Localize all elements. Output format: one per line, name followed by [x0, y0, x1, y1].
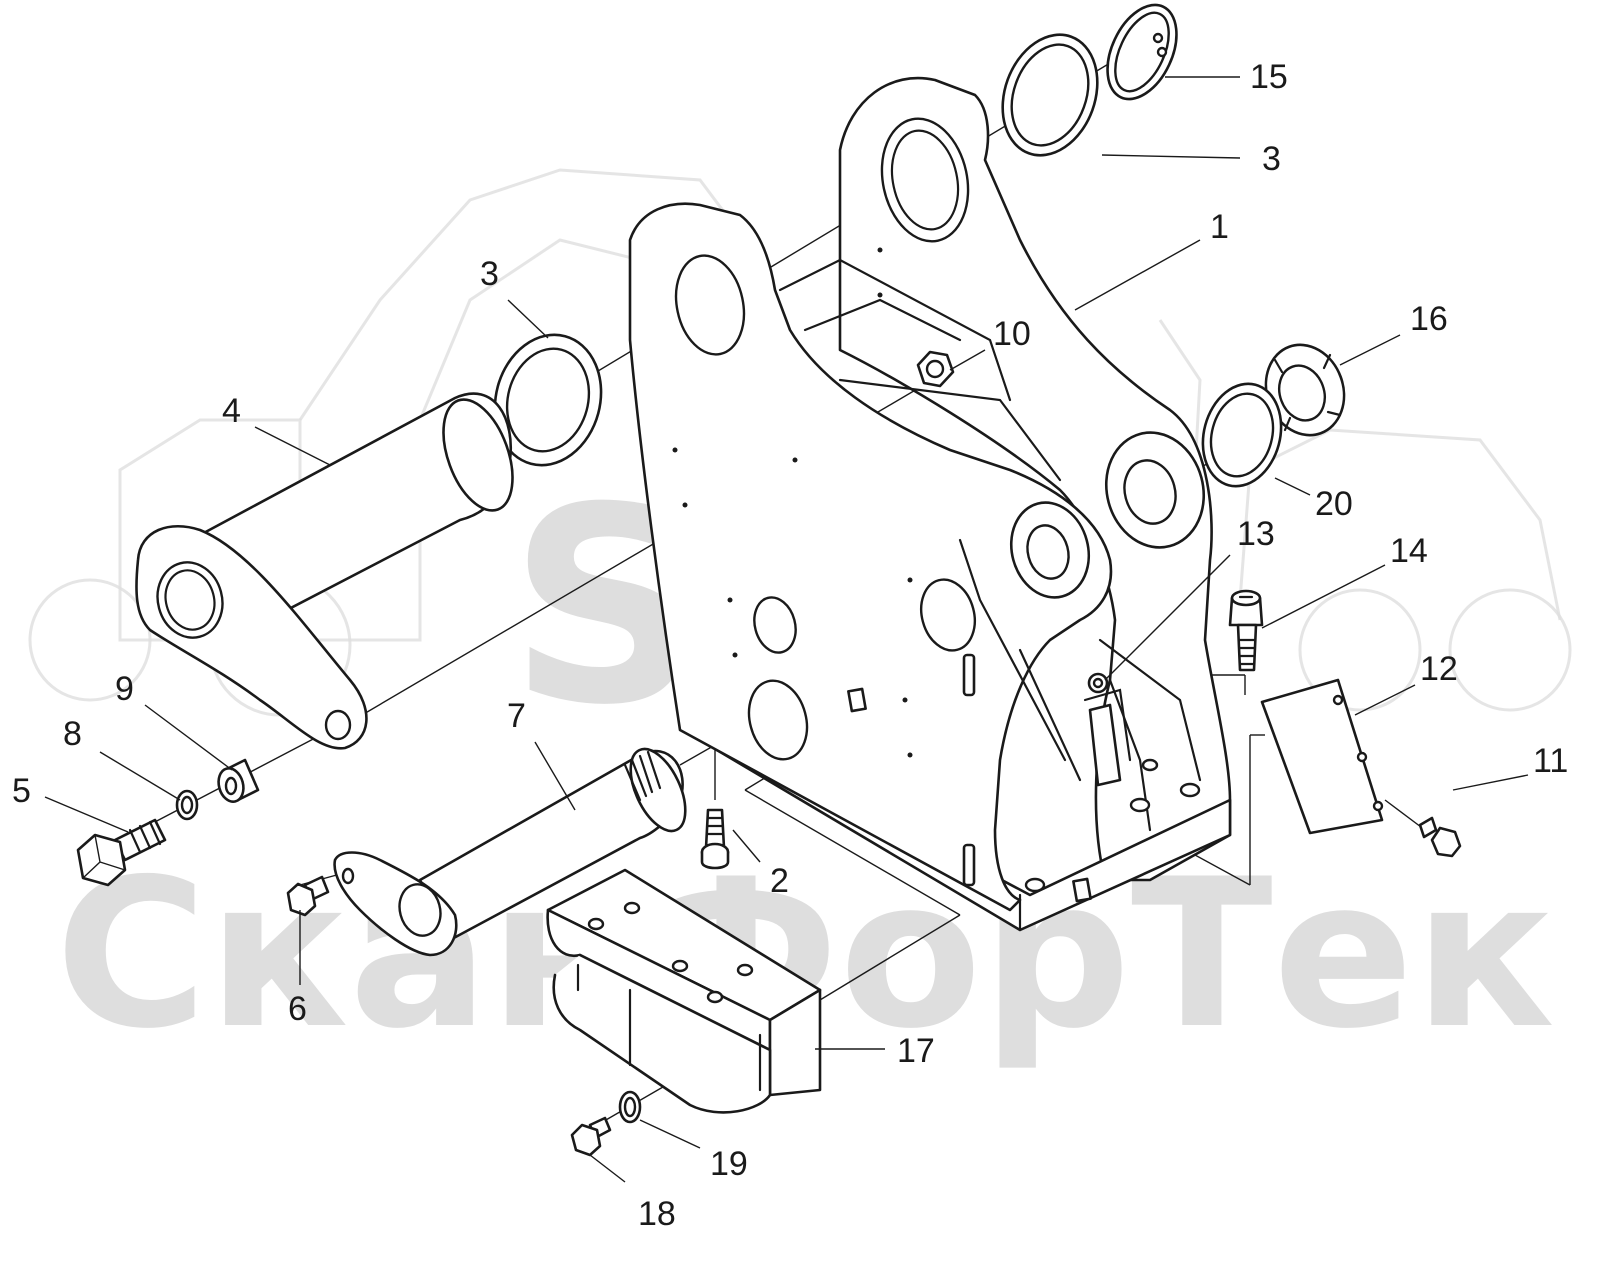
part-11-bolt — [1418, 816, 1462, 858]
callout-4: 4 — [222, 392, 241, 430]
callout-5: 7 — [507, 697, 526, 735]
part-1-frame — [628, 76, 1232, 932]
callout-leaders — [44, 76, 1529, 1183]
callout-6: 6 — [288, 990, 307, 1028]
callout-3-upper: 3 — [1262, 140, 1281, 178]
callout-17: 17 — [897, 1032, 935, 1070]
part-3-upper-ring — [1001, 33, 1099, 157]
callout-8: 8 — [63, 715, 82, 753]
callout-11: 11 — [1533, 742, 1568, 780]
part-4-upper-pin — [135, 392, 514, 750]
callout-7: 5 — [12, 772, 31, 810]
callout-labels: 15 3 1 3 10 16 4 20 13 14 12 9 8 7 5 11 … — [12, 58, 1568, 1233]
part-15-circlip — [1106, 3, 1178, 101]
part-13-nut — [1087, 672, 1109, 694]
part-6-bolt — [286, 875, 330, 917]
callout-1: 1 — [1210, 208, 1229, 246]
part-9-bushing — [217, 758, 260, 804]
part-19-washer — [618, 1090, 642, 1124]
part-12-plate — [1260, 678, 1384, 835]
callout-20: 20 — [1315, 485, 1353, 523]
callout-2: 2 — [770, 862, 789, 900]
part-16-slotted-nut — [1264, 343, 1346, 437]
callout-19: 19 — [710, 1145, 748, 1183]
callout-15: 15 — [1250, 58, 1288, 96]
part-5-lower-pin — [333, 747, 687, 957]
part-8-washer — [175, 789, 199, 821]
part-7-bolt — [76, 818, 167, 887]
callout-9: 9 — [115, 670, 134, 708]
part-17-mount-plate — [546, 868, 822, 1114]
callout-3-lower: 3 — [480, 255, 499, 293]
part-18-bolt — [570, 1116, 612, 1157]
callout-13: 13 — [1237, 515, 1275, 553]
part-10-nut — [916, 350, 955, 388]
callout-12: 12 — [1420, 650, 1458, 688]
callout-10: 10 — [993, 315, 1031, 353]
callout-14: 14 — [1390, 532, 1428, 570]
part-20-washer — [1201, 382, 1283, 488]
callout-16: 16 — [1410, 300, 1448, 338]
part-14-socket-screw — [1228, 589, 1264, 672]
callout-18: 18 — [638, 1195, 676, 1233]
part-3-lower-ring — [493, 333, 603, 467]
part-2-screw — [700, 808, 730, 870]
